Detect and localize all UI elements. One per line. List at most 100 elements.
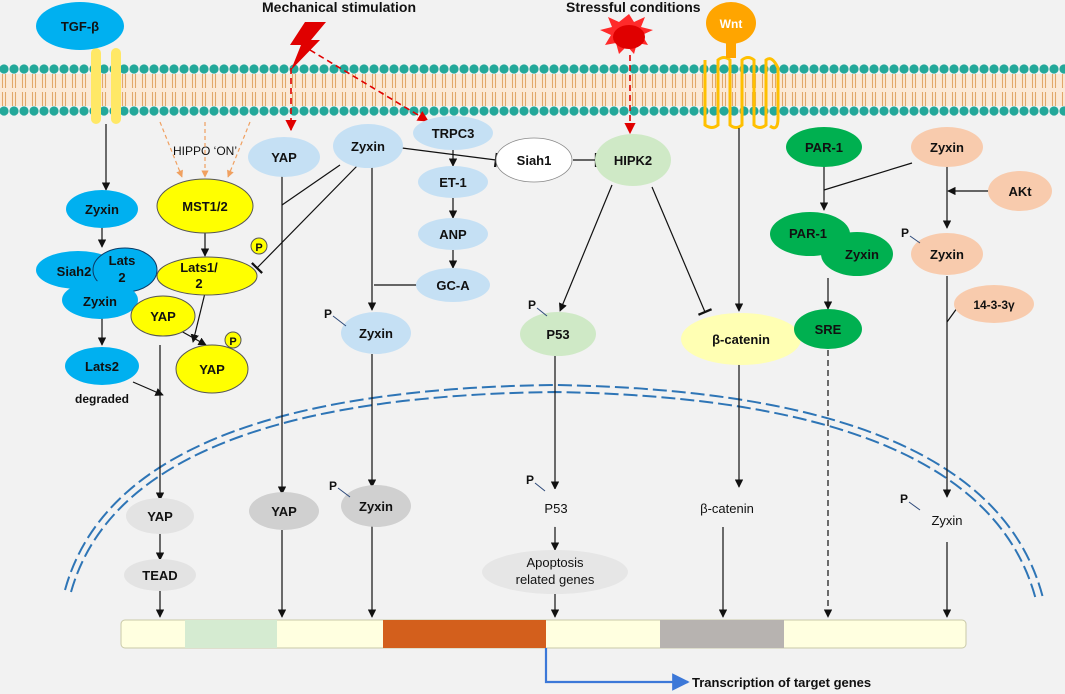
- yap-node-cyto: [130, 295, 196, 337]
- membrane-lipid-head: [509, 64, 519, 74]
- bcatenin-nuc-label: β-catenin: [700, 501, 754, 516]
- membrane-lipid-head: [989, 106, 999, 116]
- phospho-label: P: [255, 242, 262, 254]
- nuclear-envelope: [64, 383, 1044, 599]
- membrane-lipid-head: [79, 64, 89, 74]
- membrane-lipid-head: [1009, 64, 1019, 74]
- membrane-lipid-head: [59, 106, 69, 116]
- p53-nuc-label: P53: [544, 501, 567, 516]
- membrane-lipid-head: [539, 106, 549, 116]
- zyxin-p-node-nuc2: [909, 498, 985, 542]
- membrane-lipid-head: [409, 64, 419, 74]
- membrane-lipid-head: [929, 106, 939, 116]
- membrane-lipid-head: [479, 106, 489, 116]
- zyxin-complex-label: Zyxin: [83, 294, 117, 309]
- zyxin-p-akt-label: Zyxin: [930, 247, 964, 262]
- membrane-lipid-head: [209, 106, 219, 116]
- membrane-lipid-head: [349, 106, 359, 116]
- membrane-lipid-head: [679, 106, 689, 116]
- membrane-lipid-head: [389, 106, 399, 116]
- dna-strip: [120, 619, 967, 649]
- membrane-lipid-head: [839, 64, 849, 74]
- transcription-arrow: [544, 648, 690, 691]
- phospho-label: P: [526, 473, 534, 487]
- lightning-icon: [290, 22, 326, 70]
- membrane-lipid-head: [939, 64, 949, 74]
- membrane-lipid-head: [99, 106, 109, 116]
- mst12-label: MST1/2: [182, 199, 228, 214]
- membrane-lipid-head: [139, 106, 149, 116]
- p53-node-nuc: [519, 489, 593, 527]
- membrane-lipid-head: [669, 64, 679, 74]
- membrane-lipid-head: [659, 106, 669, 116]
- membrane-lipid-head: [849, 106, 859, 116]
- yap-mech-label: YAP: [271, 150, 297, 165]
- zyxin-node-mech: [333, 124, 403, 168]
- membrane-lipid-head: [639, 64, 649, 74]
- membrane-lipid-head: [939, 106, 949, 116]
- membrane-lipid-head: [899, 64, 909, 74]
- membrane-lipid-head: [789, 64, 799, 74]
- gca-label: GC-A: [436, 278, 470, 293]
- yap-nuc2-label: YAP: [271, 504, 297, 519]
- wnt-node: [706, 2, 756, 44]
- membrane-lipid-head: [899, 106, 909, 116]
- yap-label: YAP: [150, 309, 176, 324]
- membrane-lipid-head: [139, 64, 149, 74]
- membrane-lipid-head: [639, 106, 649, 116]
- membrane-lipid-head: [0, 64, 9, 74]
- membrane-lipid-head: [59, 64, 69, 74]
- membrane-lipid-head: [439, 106, 449, 116]
- membrane-lipid-head: [9, 64, 19, 74]
- yap-p-node: [175, 344, 249, 394]
- membrane-lipid-head: [549, 64, 559, 74]
- membrane-lipid-head: [189, 106, 199, 116]
- phospho-label: P: [329, 479, 337, 493]
- lats12-num-label: 2: [195, 276, 202, 291]
- membrane-lipid-head: [809, 64, 819, 74]
- anp-label: ANP: [439, 227, 467, 242]
- membrane-lipid-head: [709, 64, 719, 74]
- membrane-lipid-head: [869, 64, 879, 74]
- membrane-lipid-head: [249, 106, 259, 116]
- phospho-label: P: [528, 298, 536, 312]
- membrane-lipid-head: [819, 64, 829, 74]
- lats2-label: Lats2: [85, 359, 119, 374]
- siah1-node: [495, 137, 573, 183]
- membrane-lipid-head: [439, 64, 449, 74]
- membrane-lipid-head: [459, 106, 469, 116]
- zyxin-node-tgf: [66, 190, 138, 228]
- membrane-lipid-head: [69, 106, 79, 116]
- membrane-lipid-head: [1009, 106, 1019, 116]
- membrane-lipid-head: [219, 64, 229, 74]
- membrane-lipid-head: [829, 106, 839, 116]
- membrane-lipid-head: [1029, 106, 1039, 116]
- membrane-lipid-head: [849, 64, 859, 74]
- membrane-lipid-head: [269, 106, 279, 116]
- membrane-lipid-head: [0, 106, 9, 116]
- membrane-lipid-head: [199, 64, 209, 74]
- trpc3-label: TRPC3: [432, 126, 475, 141]
- zyxin-node-akt: [911, 127, 983, 167]
- apoptosis-genes-node: [482, 550, 628, 594]
- membrane-lipid-head: [29, 64, 39, 74]
- membrane-lipid-head: [809, 106, 819, 116]
- membrane-lipid-head: [649, 64, 659, 74]
- membrane-lipid-head: [379, 64, 389, 74]
- membrane-lipid-head: [479, 64, 489, 74]
- membrane-lipid-head: [549, 106, 559, 116]
- lats12-label: Lats1/: [180, 260, 218, 275]
- membrane-lipid-head: [929, 64, 939, 74]
- membrane-lipid-head: [659, 64, 669, 74]
- membrane-lipid-head: [329, 106, 339, 116]
- membrane-lipid-head: [799, 64, 809, 74]
- membrane-lipid-head: [1049, 106, 1059, 116]
- p53-node-cyto: [520, 312, 596, 356]
- membrane-lipid-head: [259, 64, 269, 74]
- membrane-lipid-head: [19, 106, 29, 116]
- zyxin-p-label: Zyxin: [359, 326, 393, 341]
- membrane-lipid-head: [569, 64, 579, 74]
- membrane-lipid-head: [159, 64, 169, 74]
- yap-node-nuc1: [126, 498, 194, 534]
- membrane-lipid-head: [949, 106, 959, 116]
